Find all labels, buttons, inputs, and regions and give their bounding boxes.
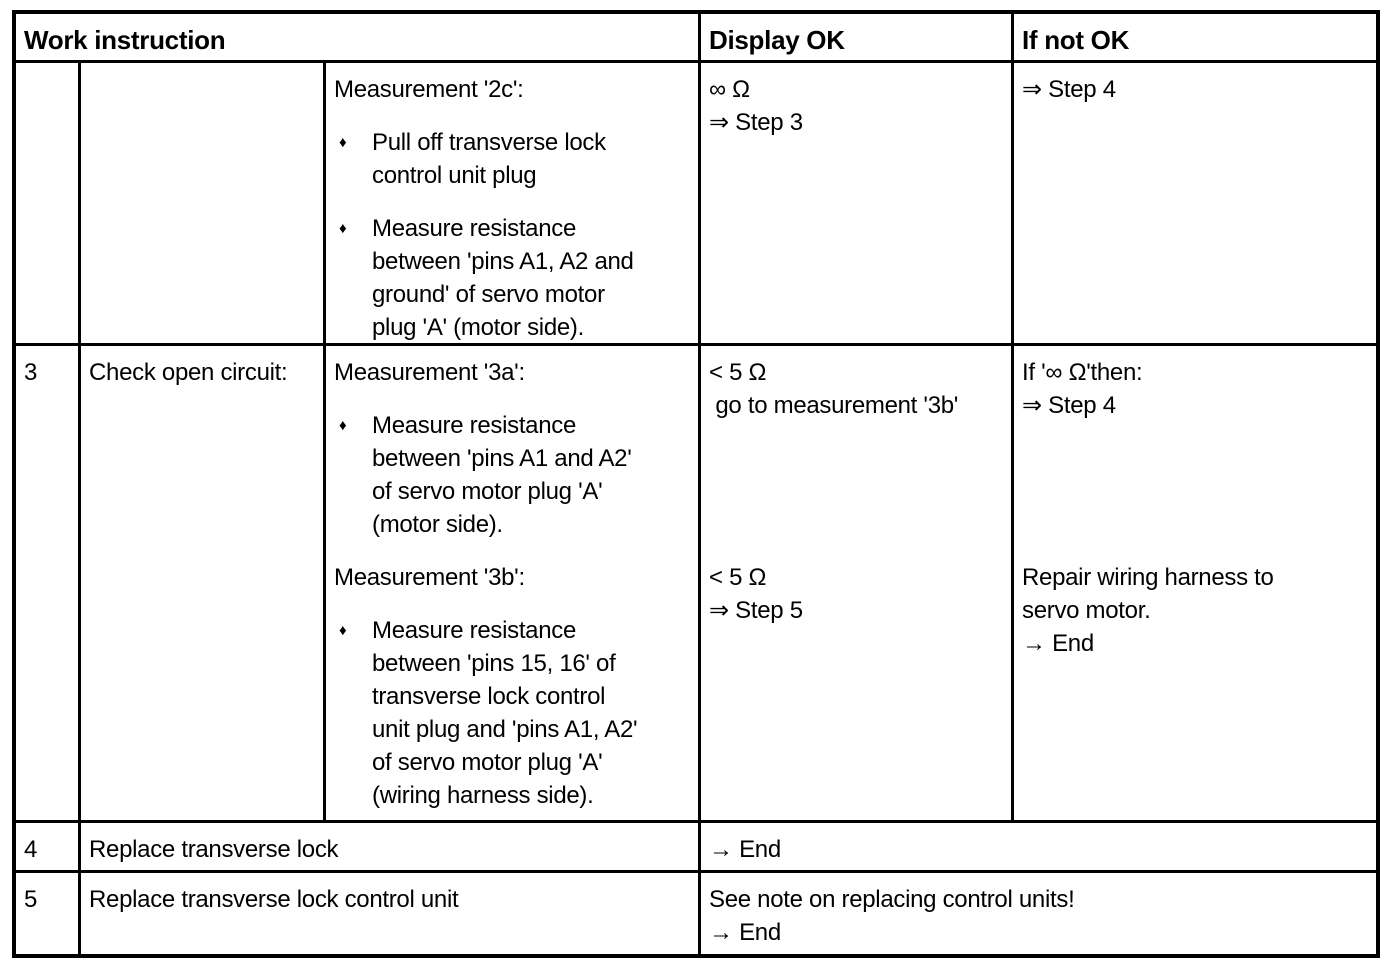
if-not-ok-cell: ⇒ Step 4 [1014,63,1376,343]
text-line: servo motor. [1022,597,1151,624]
table-header-row: Work instruction Display OK If not OK [16,14,1376,63]
table-row-4: 4 Replace transverse lock → End [16,823,1376,873]
text-line: ⇒ Step 4 [1022,392,1116,419]
text-line: See note on replacing control units! [709,886,1075,913]
check-cell: Check open circuit: [81,346,326,820]
text-line: → End [709,836,781,863]
diamond-bullet-icon: ♦ [339,417,347,434]
measurement-title: Measurement '3b': [334,564,525,591]
text-line: → End [709,919,781,946]
table-row-3: 3 Check open circuit: Measurement '3a': … [16,346,1376,823]
header-work-instruction: Work instruction [16,14,701,60]
if-not-ok-cell: If '∞ Ω'then: ⇒ Step 4 Repair wiring har… [1014,346,1376,820]
if-not-ok-3b: Repair wiring harness to servo motor. → … [1022,561,1368,660]
text-line: plug 'A' (motor side). [372,314,584,341]
bullet-item: ♦ Measure resistance between 'pins 15, 1… [339,614,690,812]
diamond-bullet-icon: ♦ [339,220,347,237]
header-display-ok: Display OK [701,14,1014,60]
step-number: 4 [24,836,38,863]
text-line: If '∞ Ω'then: [1022,359,1143,386]
text-line: (wiring harness side). [372,782,594,809]
display-ok-3b: < 5 Ω ⇒ Step 5 [709,561,1003,627]
bullet-text: Measure resistance between 'pins 15, 16'… [372,614,638,812]
bullet-text: Measure resistance between 'pins A1 and … [372,409,632,541]
display-ok-3a: < 5 Ω go to measurement '3b' [709,356,1003,561]
text-line: < 5 Ω [709,359,767,386]
measurement-cell: Measurement '3a': ♦ Measure resistance b… [326,346,701,820]
text-line: ⇒ Step 3 [709,109,803,136]
bullet-item: ♦ Measure resistance between 'pins A1 an… [339,409,690,541]
text-line: Measure resistance [372,617,577,644]
display-ok-cell: ∞ Ω ⇒ Step 3 [701,63,1014,343]
bullet-item: ♦ Measure resistance between 'pins A1, A… [339,212,690,343]
if-not-ok-3a: If '∞ Ω'then: ⇒ Step 4 [1022,356,1368,561]
step-cell: 4 [16,823,81,870]
text-line: between 'pins A1, A2 and [372,248,634,275]
measurement-cell: Measurement '2c': ♦ Pull off transverse … [326,63,701,343]
text-line: ground' of servo motor [372,281,605,308]
measurement-title: Measurement '2c': [334,76,524,103]
step-cell: 3 [16,346,81,820]
text-line: < 5 Ω [709,564,767,591]
check-cell [81,63,326,343]
diagnostic-table: Work instruction Display OK If not OK Me… [12,10,1380,958]
bullet-text: Pull off transverse lock control unit pl… [372,126,606,192]
table-row-2c: Measurement '2c': ♦ Pull off transverse … [16,63,1376,346]
instruction-text: Replace transverse lock control unit [89,886,459,913]
text-line: → End [1022,630,1094,657]
result-cell: → End [701,823,1376,870]
text-line: between 'pins 15, 16' of [372,650,616,677]
instruction-text: Replace transverse lock [89,836,339,863]
text-line: Measure resistance [372,215,577,242]
instruction-cell: Replace transverse lock [81,823,701,870]
step-number: 3 [24,359,38,386]
step-cell [16,63,81,343]
text-line: between 'pins A1 and A2' [372,445,632,472]
step-number: 5 [24,886,38,913]
text-line: transverse lock control [372,683,606,710]
text-line: control unit plug [372,162,537,189]
text-line: Pull off transverse lock [372,129,606,156]
text-line: Measure resistance [372,412,577,439]
text-line: ∞ Ω [709,76,750,103]
instruction-cell: Replace transverse lock control unit [81,873,701,954]
text-line: Repair wiring harness to [1022,564,1274,591]
table-row-5: 5 Replace transverse lock control unit S… [16,873,1376,954]
header-if-not-ok: If not OK [1022,25,1130,55]
check-text: Check open circuit: [89,359,288,386]
result-cell: See note on replacing control units! → E… [701,873,1376,954]
text-line: ⇒ Step 5 [709,597,803,624]
diamond-bullet-icon: ♦ [339,134,347,151]
diamond-bullet-icon: ♦ [339,622,347,639]
text-line: of servo motor plug 'A' [372,478,603,505]
text-line: ⇒ Step 4 [1022,76,1116,103]
text-line: (motor side). [372,511,503,538]
text-line: go to measurement '3b' [709,392,959,419]
display-ok-cell: < 5 Ω go to measurement '3b' < 5 Ω ⇒ Ste… [701,346,1014,820]
step-cell: 5 [16,873,81,954]
text-line: unit plug and 'pins A1, A2' [372,716,638,743]
measurement-3a-block: Measurement '3a': ♦ Measure resistance b… [334,356,690,561]
measurement-3b-block: Measurement '3b': ♦ Measure resistance b… [334,561,690,812]
bullet-text: Measure resistance between 'pins A1, A2 … [372,212,634,343]
text-line: of servo motor plug 'A' [372,749,603,776]
bullet-item: ♦ Pull off transverse lock control unit … [339,126,690,192]
measurement-title: Measurement '3a': [334,359,525,386]
